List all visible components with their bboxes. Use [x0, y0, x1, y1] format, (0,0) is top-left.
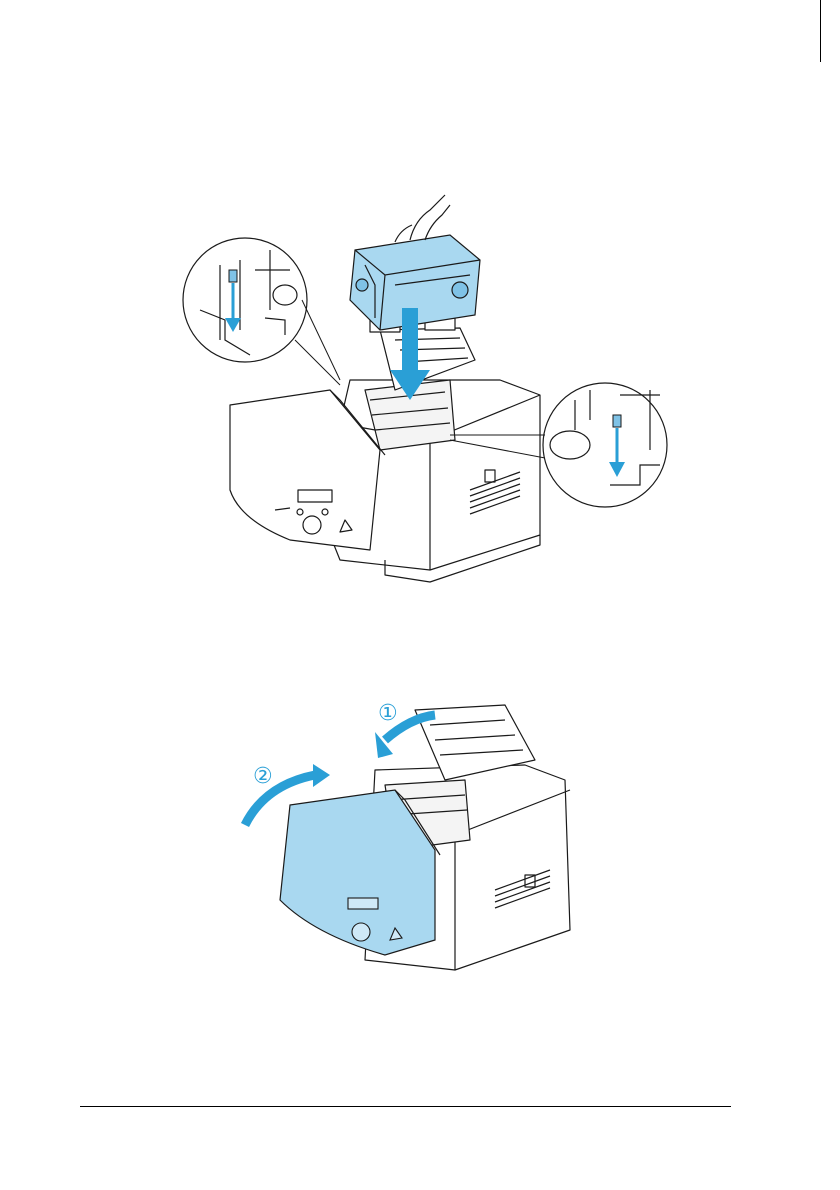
step-label-2: ②: [253, 764, 273, 789]
crop-mark-line: [820, 0, 821, 62]
hand-illustration: [395, 195, 450, 242]
left-detail-callout: [183, 238, 307, 362]
close-covers-figure: ① ②: [235, 690, 590, 980]
footer-rule: [80, 1106, 731, 1107]
step-label-1: ①: [378, 701, 398, 726]
install-drum-cartridge-figure: [180, 190, 670, 590]
right-detail-callout: [543, 383, 667, 507]
